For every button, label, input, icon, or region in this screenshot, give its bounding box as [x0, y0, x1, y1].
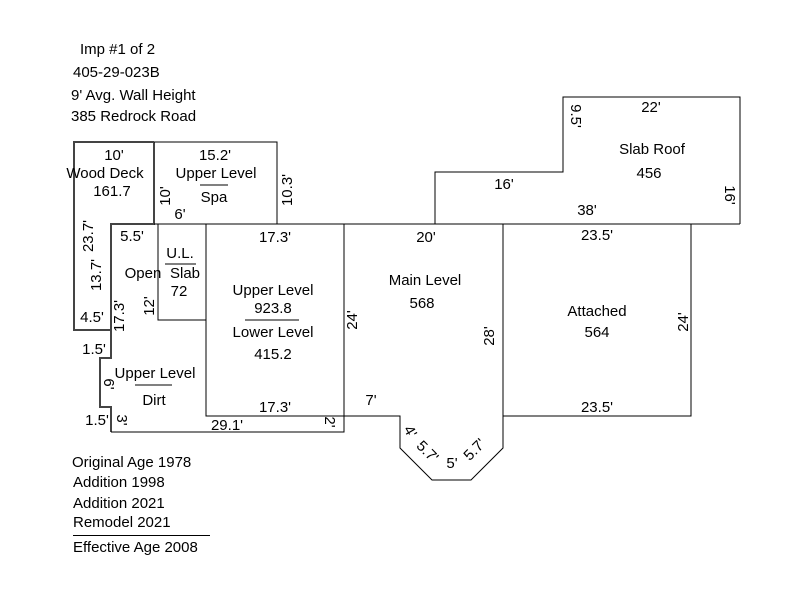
ul-label: U.L.: [166, 245, 194, 262]
dim-roof-right: 16': [721, 185, 738, 205]
dim-att-bottom: 23.5': [581, 399, 613, 416]
dim-bay-bottom: 5': [446, 455, 457, 472]
ul-slab-box: [157, 224, 206, 321]
dim-bottom-small: 2': [321, 416, 338, 427]
dim-att-top: 23.5': [581, 227, 613, 244]
dim-deck-left-outer: 23.7': [80, 220, 97, 252]
dim-roof-top: 22': [641, 99, 661, 116]
wood-deck-inner-edge: [99, 142, 155, 432]
dim-deck-top: 10': [104, 147, 124, 164]
wall-height: 9' Avg. Wall Height: [71, 87, 196, 104]
spa-outline: [154, 141, 278, 224]
dim-main-left-bottom: 7': [365, 392, 376, 409]
dim-spa-right: 10.3': [279, 174, 296, 206]
address: 385 Redrock Road: [71, 108, 197, 125]
dim-ul-top: 17.3': [259, 229, 291, 246]
ages-divider: [73, 535, 210, 536]
ul-slab-value: 72: [171, 283, 188, 300]
attached-label: Attached: [567, 303, 626, 320]
upper-level-label: Upper Level: [233, 282, 314, 299]
dim-ul-right: 24': [344, 310, 361, 330]
bottom-outline: [111, 416, 345, 433]
slab-roof-outline: [434, 96, 741, 224]
slab-label: Slab: [170, 265, 200, 282]
dim-bay-diag-left: 5.7': [413, 437, 442, 466]
spa-upper-label: Upper Level: [176, 165, 257, 182]
addition-1998: Addition 1998: [73, 474, 165, 491]
remodel-2021: Remodel 2021: [73, 514, 171, 531]
dim-bay-left: 4': [400, 423, 420, 441]
dim-step2: 1.5': [85, 412, 109, 429]
wood-deck-outline: [73, 141, 154, 331]
parcel-number: 405-29-023B: [73, 64, 160, 81]
dim-att-right: 24': [675, 312, 692, 332]
dim-dirt-left: 6': [100, 378, 117, 389]
dim-roof-bottom: 38': [577, 202, 597, 219]
effective-age: Effective Age 2008: [73, 539, 198, 556]
main-level-outline: [344, 224, 504, 481]
attached-value: 564: [584, 324, 609, 341]
dim-slab-left: 17.3': [111, 300, 128, 332]
lower-level-label: Lower Level: [233, 324, 314, 341]
open-label: Open: [125, 265, 162, 282]
dim-spa-bottom: 6': [174, 206, 185, 223]
imp-label: Imp #1 of 2: [80, 41, 156, 58]
wood-deck-label: Wood Deck: [66, 165, 144, 182]
slab-roof-value: 456: [636, 165, 661, 182]
dim-main-top: 20': [416, 229, 436, 246]
spa-label: Spa: [201, 189, 228, 206]
dim-roof-left: 9.5': [567, 104, 584, 128]
wood-deck-value: 161.7: [93, 183, 131, 200]
dim-spa-top: 15.2': [199, 147, 231, 164]
dim-ul-left: 12': [141, 296, 158, 316]
dim-slab-top: 5.5': [120, 228, 144, 245]
dim-bottom-total: 29.1': [211, 417, 243, 434]
dim-roof-mid: 16': [494, 176, 514, 193]
original-age: Original Age 1978: [72, 454, 192, 471]
dim-deck-bottom: 4.5': [80, 309, 104, 326]
lower-level-value: 415.2: [254, 346, 292, 363]
dim-dirt-small: 3': [113, 414, 130, 425]
main-level-value: 568: [409, 295, 434, 312]
dim-ul-bottom: 17.3': [259, 399, 291, 416]
main-level-label: Main Level: [389, 272, 462, 289]
dirt-label: Dirt: [142, 392, 166, 409]
dim-main-right: 28': [481, 326, 498, 346]
dirt-upper-label: Upper Level: [115, 365, 196, 382]
upper-level-value: 923.8: [254, 300, 292, 317]
dim-step1: 1.5': [82, 341, 106, 358]
attached-outline: [503, 224, 692, 417]
dim-spa-left: 10': [157, 186, 174, 206]
slab-roof-label: Slab Roof: [619, 141, 686, 158]
dim-bay-diag-right: 5.7': [460, 435, 489, 464]
addition-2021: Addition 2021: [73, 495, 165, 512]
dim-deck-left-inner: 13.7': [88, 259, 105, 291]
